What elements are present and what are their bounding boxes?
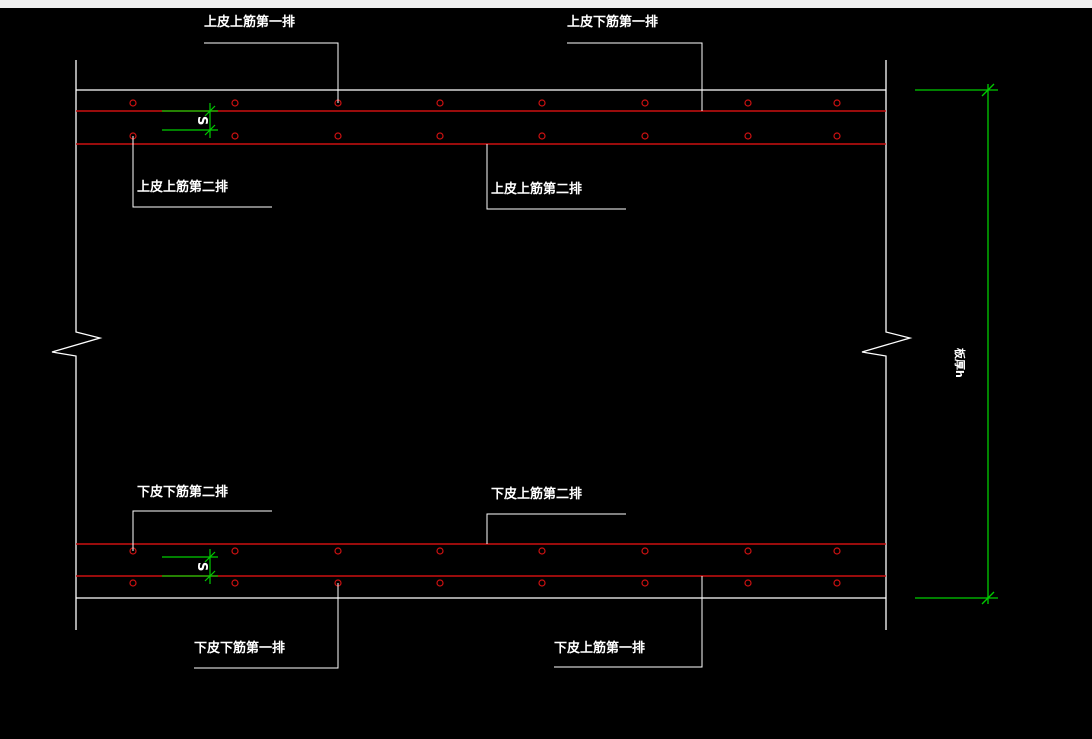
rebar-dot	[436, 547, 444, 555]
rebar-dot	[744, 99, 752, 107]
rebar-dot	[334, 132, 342, 140]
slab-outline	[51, 60, 913, 630]
label-bottom-lower-first: 下皮下筋第一排	[194, 640, 285, 656]
label-top-upper-second-right: 上皮上筋第二排	[491, 181, 582, 197]
rebar-dot	[538, 99, 546, 107]
leader-bottom-lower-first	[194, 583, 339, 669]
label-bottom-upper-second: 下皮上筋第二排	[491, 486, 582, 502]
rebar-dot	[231, 132, 239, 140]
rebar-dot	[833, 132, 841, 140]
rebar-dot	[641, 132, 649, 140]
rebar-dot	[129, 579, 137, 587]
label-bottom-upper-first: 下皮上筋第一排	[554, 640, 645, 656]
rebar-dot	[538, 579, 546, 587]
label-thickness: 板厚h	[953, 348, 967, 378]
spacing-dimension-top	[162, 103, 218, 138]
rebar-dot	[833, 579, 841, 587]
rebar-dot	[744, 579, 752, 587]
rebar-dot	[436, 99, 444, 107]
rebar-dot	[231, 547, 239, 555]
leader-lines	[132, 42, 703, 669]
rebar-dot	[231, 579, 239, 587]
rebar-dot	[334, 547, 342, 555]
rebar-dot	[436, 132, 444, 140]
rebar-dot	[641, 99, 649, 107]
rebar-dot	[538, 132, 546, 140]
rebar-dots	[129, 99, 841, 587]
left-edge-line	[51, 60, 103, 630]
label-top-upper-first: 上皮上筋第一排	[204, 14, 295, 30]
rebar-dot	[641, 579, 649, 587]
window-top-strip	[0, 0, 1092, 8]
leader-top-upper-second-right	[486, 144, 626, 210]
spacing-dimension-bottom	[162, 549, 218, 584]
rebar-dot	[744, 132, 752, 140]
thickness-dimension	[915, 83, 998, 605]
rebar-dot	[833, 547, 841, 555]
rebar-dot	[833, 99, 841, 107]
leader-bottom-upper-second	[486, 513, 626, 544]
leader-top-upper-first	[204, 42, 339, 103]
label-top-lower-first: 上皮下筋第一排	[567, 14, 658, 30]
leader-bottom-lower-second	[132, 510, 272, 551]
leader-bottom-upper-first	[554, 576, 703, 668]
label-top-upper-second-left: 上皮上筋第二排	[137, 179, 228, 195]
slab-section-drawing: 上皮上筋第一排 上皮下筋第一排 上皮上筋第二排 上皮上筋第二排 下皮下筋第二排 …	[51, 14, 998, 669]
leader-top-lower-first	[567, 42, 703, 111]
rebar-dot	[231, 99, 239, 107]
leader-top-upper-second-left	[132, 136, 272, 208]
right-edge-line	[861, 60, 913, 630]
label-bottom-lower-second: 下皮下筋第二排	[137, 484, 228, 500]
label-spacing-top: S	[194, 116, 209, 125]
rebar-dot	[538, 547, 546, 555]
label-spacing-bottom: S	[194, 562, 209, 571]
rebar-dot	[129, 99, 137, 107]
rebar-dot	[641, 547, 649, 555]
rebar-dot	[436, 579, 444, 587]
rebar-dot	[744, 547, 752, 555]
